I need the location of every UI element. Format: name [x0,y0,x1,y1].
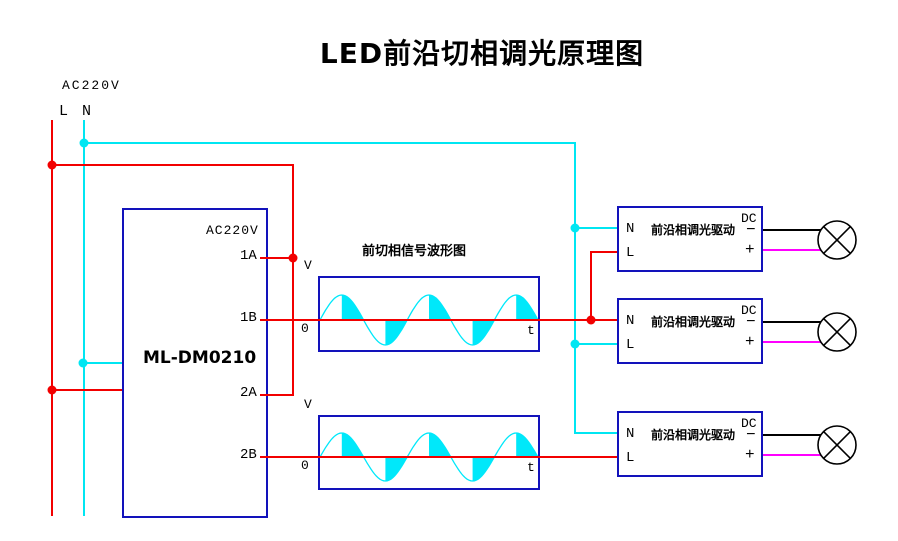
driver1-negative-terminal: − [746,221,756,239]
led-driver-box-3: N L 前沿相调光驱动 DC − + [617,411,763,477]
driver3-n-terminal: N [626,426,635,442]
driver1-l-terminal: L [626,245,635,261]
driver1-n-terminal: N [626,221,635,237]
line-terminal-label: L [59,103,69,120]
driver2-l-terminal: L [626,337,635,353]
waveform-box-2 [318,415,540,490]
driver3-negative-terminal: − [746,426,756,444]
junction-dot [570,339,580,349]
driver2-negative-terminal: − [746,313,756,331]
junction-dot [79,138,89,148]
terminal-2b-label: 2B [240,447,257,463]
terminal-2a-label: 2A [240,385,257,401]
junction-dot [78,358,88,368]
driver3-l-terminal: L [626,450,635,466]
junction-dot [47,160,57,170]
waveform1-origin-label: 0 [301,321,309,336]
lamp-icon [817,312,857,352]
driver2-n-terminal: N [626,313,635,329]
driver2-positive-terminal: + [745,333,755,351]
waveform2-y-axis-label: V [304,397,312,412]
waveform-title: 前切相信号波形图 [362,244,467,259]
driver1-dc-label: DC [741,211,757,226]
ac-source-label: AC220V [62,78,121,93]
driver1-positive-terminal: + [745,241,755,259]
driver2-label: 前沿相调光驱动 [651,315,736,329]
neutral-terminal-label: N [82,103,92,120]
waveform1-y-axis-label: V [304,258,312,273]
waveform-box-1 [318,276,540,352]
lamp-icon [817,425,857,465]
junction-dot [586,315,596,325]
terminal-1a-label: 1A [240,248,257,264]
lamp-icon [817,220,857,260]
led-driver-box-2: N L 前沿相调光驱动 DC − + [617,298,763,364]
diagram-title: LED前沿切相调光原理图 [319,37,645,70]
driver2-dc-label: DC [741,303,757,318]
terminal-1b-label: 1B [240,310,257,326]
driver3-label: 前沿相调光驱动 [651,428,736,442]
driver3-dc-label: DC [741,416,757,431]
junction-dot [570,223,580,233]
waveform2-x-axis-label: t [527,460,535,475]
waveform1-x-axis-label: t [527,323,535,338]
dimmer-input-label: AC220V [206,223,259,238]
driver1-label: 前沿相调光驱动 [651,223,736,237]
waveform2-origin-label: 0 [301,458,309,473]
junction-dot [288,253,298,263]
driver3-positive-terminal: + [745,446,755,464]
led-driver-box-1: N L 前沿相调光驱动 DC − + [617,206,763,272]
dimmer-model-label: ML-DM0210 [143,348,257,368]
driver1-l-wire [590,251,617,320]
junction-dot [47,385,57,395]
